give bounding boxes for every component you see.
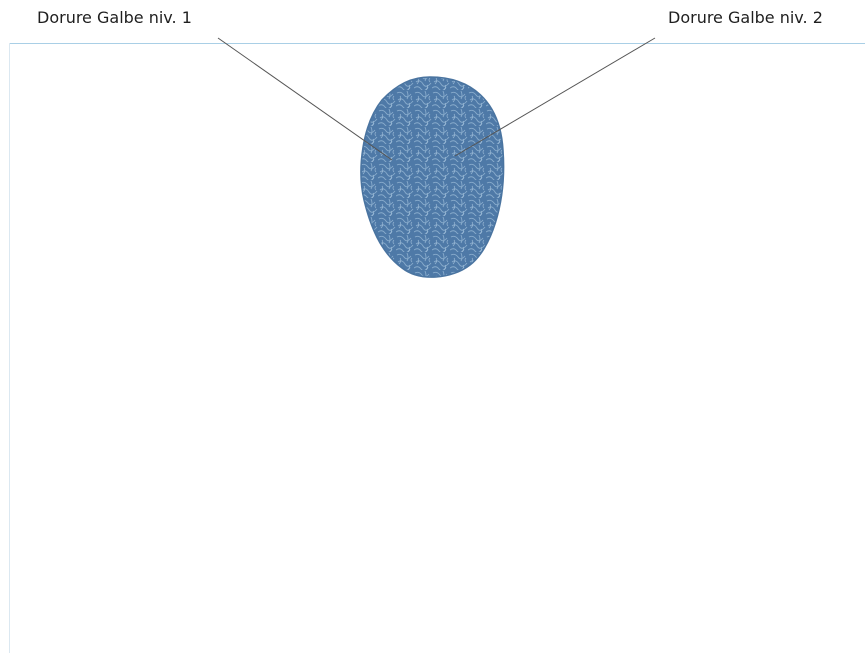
leader-line-level-1	[218, 38, 392, 160]
gilded-area-shape	[361, 77, 504, 277]
leader-line-level-2	[455, 38, 655, 156]
